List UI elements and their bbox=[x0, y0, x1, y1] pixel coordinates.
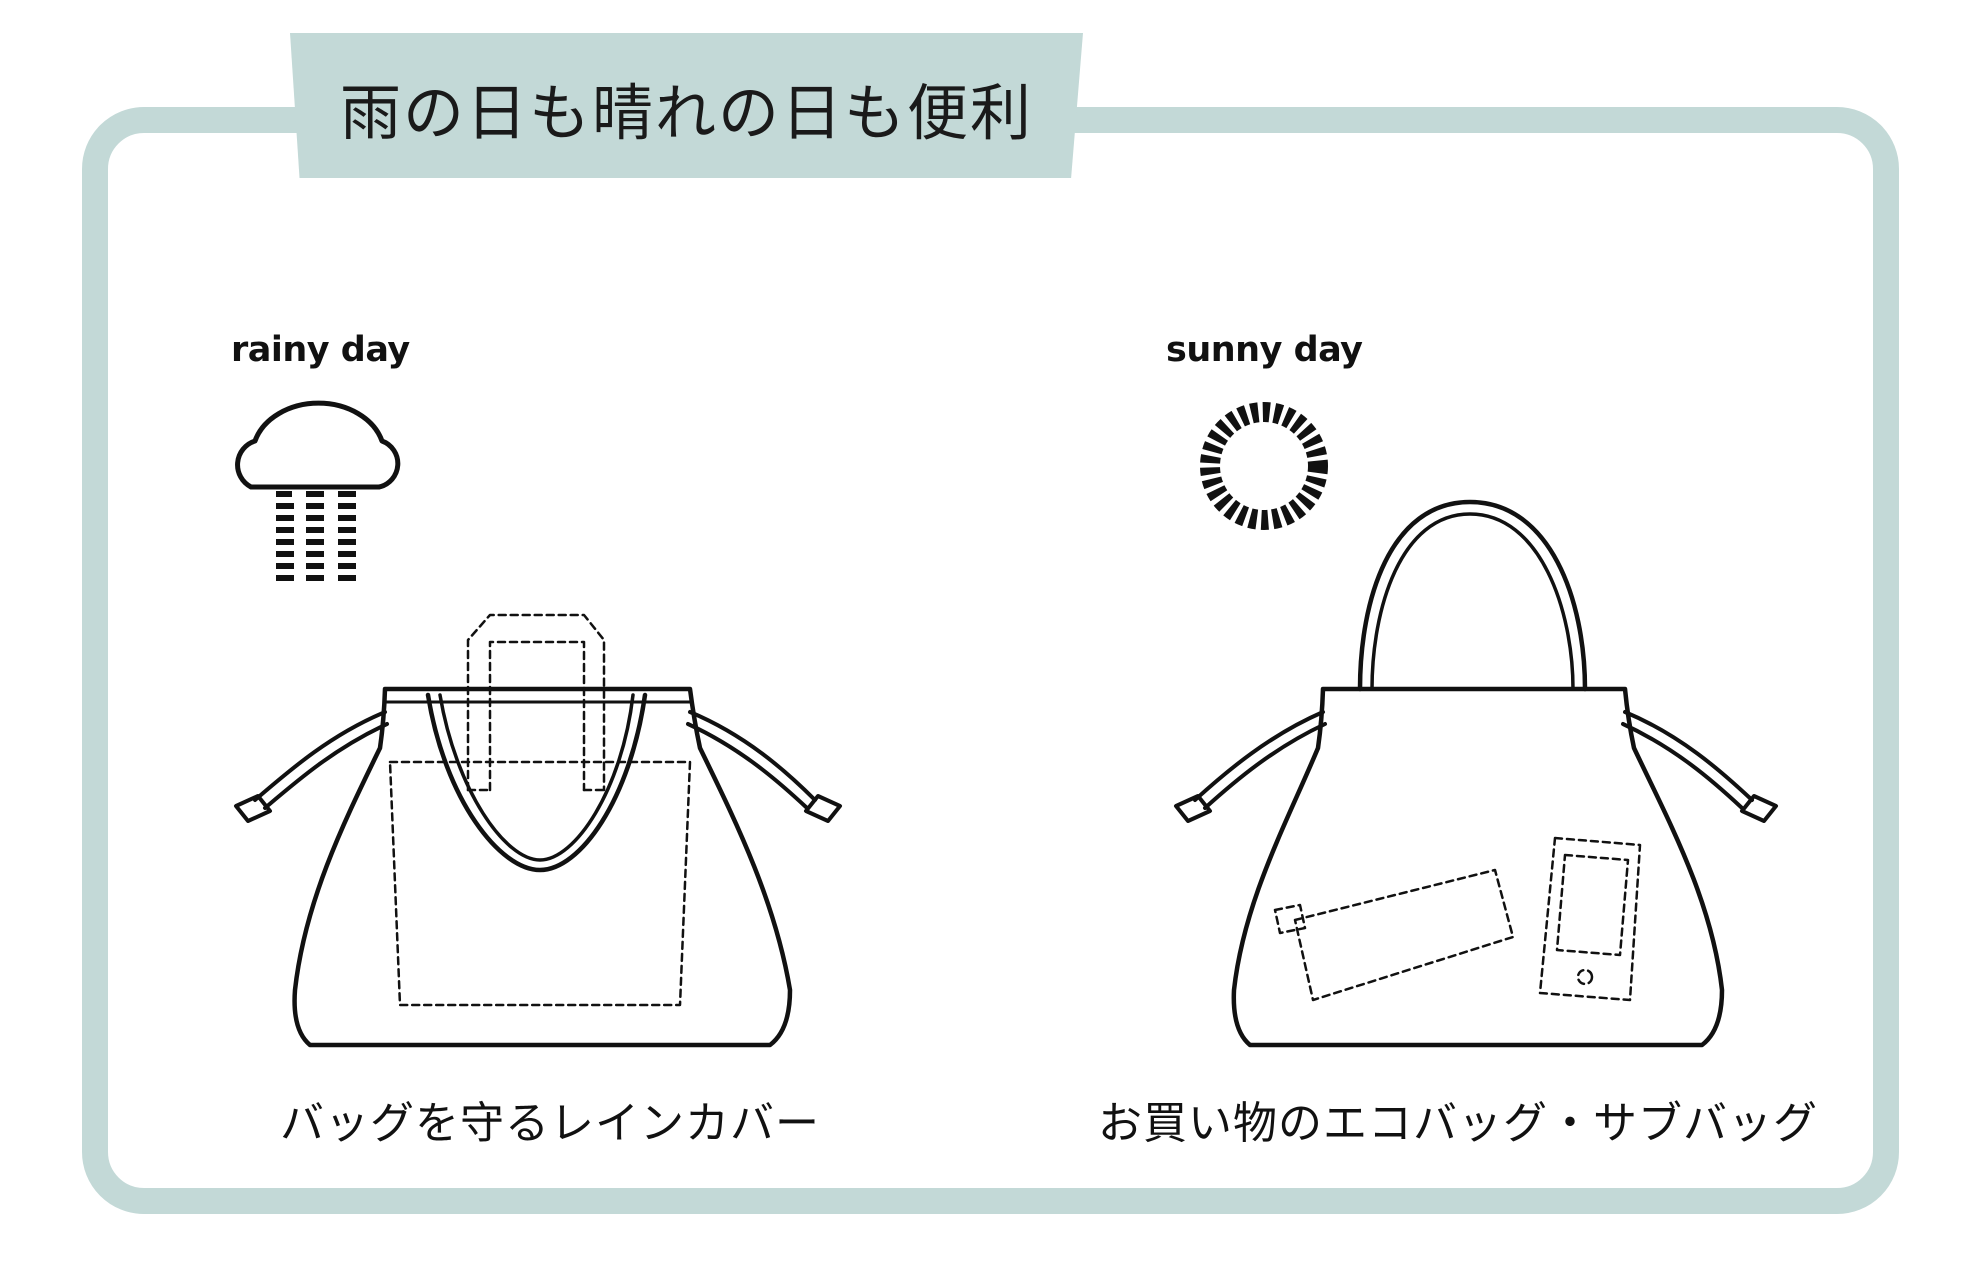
rainy-caption: バッグを守るレインカバー bbox=[280, 1098, 820, 1149]
phone-outline bbox=[1538, 836, 1642, 1002]
sunny-caption: お買い物のエコバッグ・サブバッグ bbox=[1098, 1098, 1818, 1149]
rain-stripes bbox=[276, 491, 356, 581]
sunny-day-label: sunny day bbox=[1166, 330, 1363, 370]
pouch-outline bbox=[1273, 868, 1515, 1002]
page-title: 雨の日も晴れの日も便利 bbox=[339, 78, 1033, 149]
rain-cover-bag bbox=[234, 613, 842, 1048]
rain-cloud-icon bbox=[235, 400, 401, 581]
rainy-day-label: rainy day bbox=[231, 330, 410, 370]
sun-icon bbox=[1200, 402, 1328, 530]
eco-bag bbox=[1174, 499, 1778, 1048]
title-banner: 雨の日も晴れの日も便利 bbox=[290, 33, 1083, 178]
